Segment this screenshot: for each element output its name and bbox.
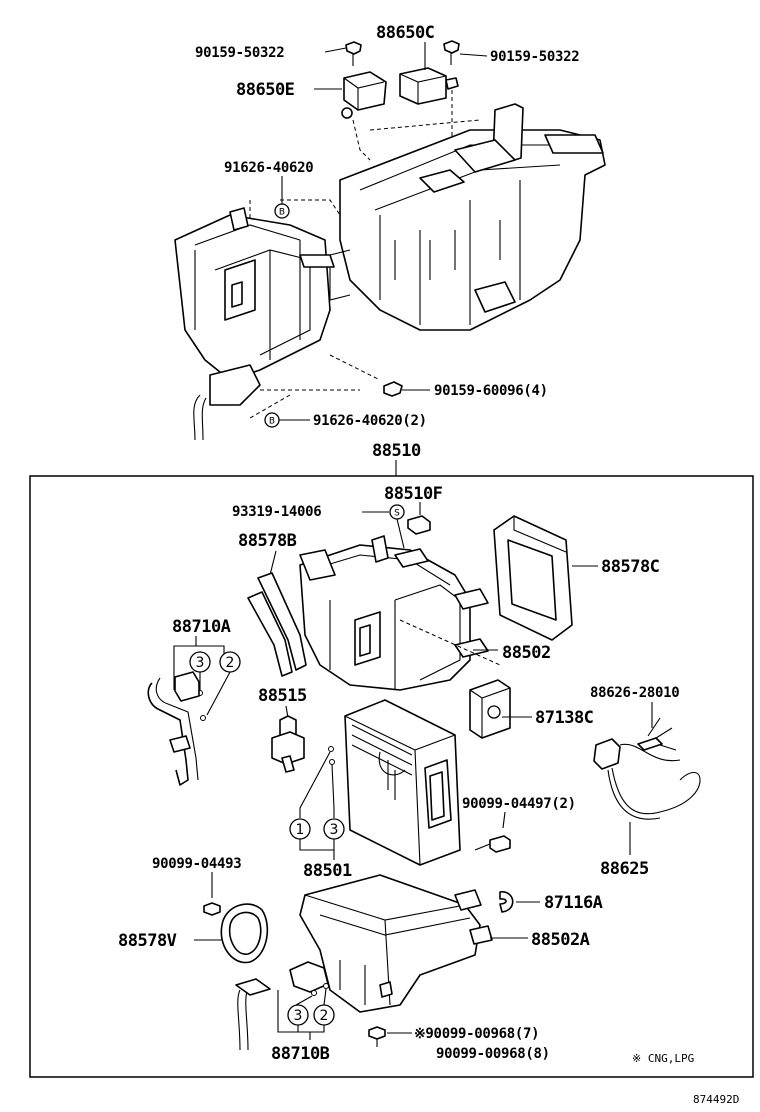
part-88650c xyxy=(399,67,459,105)
label-90099-00968-8: 90099-00968(8) xyxy=(436,1046,550,1062)
label-87116a: 87116A xyxy=(544,893,603,913)
part-88578c xyxy=(493,515,573,641)
label-88578b: 88578B xyxy=(238,531,297,551)
label-88502: 88502 xyxy=(502,643,551,663)
label-90099-04493: 90099-04493 xyxy=(152,856,241,872)
svg-text:2: 2 xyxy=(320,1008,329,1024)
screw-90099-04497 xyxy=(474,835,511,853)
svg-text:3: 3 xyxy=(196,655,205,671)
assembly-frame-88510 xyxy=(29,475,754,1078)
marker-3-88710b: 3 xyxy=(287,1004,309,1026)
figure-number: 874492D xyxy=(693,1093,739,1106)
marker-b-top: B xyxy=(274,203,290,219)
svg-text:B: B xyxy=(269,417,275,427)
label-90099-04497: 90099-04497(2) xyxy=(462,796,576,812)
part-88625 xyxy=(593,738,701,820)
label-90099-00968-7: ※90099-00968(7) xyxy=(414,1026,539,1042)
label-88502a: 88502A xyxy=(531,930,590,950)
screw-90099-04493 xyxy=(203,902,221,916)
marker-s: S xyxy=(389,504,405,520)
marker-3-88501: 3 xyxy=(323,818,345,840)
screw-90159-50322-left xyxy=(345,41,362,66)
part-88502 xyxy=(299,535,489,691)
label-88515: 88515 xyxy=(258,686,307,706)
part-88510f xyxy=(407,515,431,535)
part-88710a xyxy=(147,671,200,786)
part-88501 xyxy=(344,699,461,866)
svg-text:1: 1 xyxy=(296,822,305,838)
marker-b-bottom: B xyxy=(264,412,280,428)
label-87138c: 87138C xyxy=(535,708,593,728)
label-88625: 88625 xyxy=(600,859,649,879)
screw-90159-50322-right xyxy=(443,40,460,65)
marker-2-88710b: 2 xyxy=(313,1004,335,1026)
svg-text:B: B xyxy=(279,208,285,218)
marker-1-88501: 1 xyxy=(289,818,311,840)
label-88501: 88501 xyxy=(303,861,352,881)
part-88578v xyxy=(220,903,269,964)
screw-90159-60096 xyxy=(383,381,403,397)
label-88578v: 88578V xyxy=(118,931,177,951)
label-90159-50322-left: 90159-50322 xyxy=(195,45,284,61)
svg-text:2: 2 xyxy=(226,655,235,671)
part-88578b xyxy=(247,572,307,677)
marker-2-88710a: 2 xyxy=(219,651,241,673)
part-88502a xyxy=(299,874,493,1013)
label-88626-28010: 88626-28010 xyxy=(590,685,679,701)
label-88510f: 88510F xyxy=(384,484,443,504)
cng-lpg-note: ※ CNG,LPG xyxy=(632,1052,694,1065)
label-88650e: 88650E xyxy=(236,80,295,100)
label-88710a: 88710A xyxy=(172,617,231,637)
part-88515 xyxy=(271,715,305,773)
part-cooling-unit-top xyxy=(174,207,335,441)
label-90159-50322-right: 90159-50322 xyxy=(490,49,579,65)
part-88650e xyxy=(341,71,387,119)
label-88650c: 88650C xyxy=(376,23,434,43)
label-91626-40620-2: 91626-40620(2) xyxy=(313,413,427,429)
svg-text:3: 3 xyxy=(294,1008,303,1024)
label-91626-40620: 91626-40620 xyxy=(224,160,313,176)
marker-3-88710a: 3 xyxy=(189,651,211,673)
screw-90099-00968 xyxy=(368,1026,386,1047)
label-88510: 88510 xyxy=(372,441,421,461)
part-88710b xyxy=(235,961,329,1051)
label-90159-60096: 90159-60096(4) xyxy=(434,383,548,399)
label-93319-14006: 93319-14006 xyxy=(232,504,321,520)
svg-text:S: S xyxy=(394,509,400,519)
part-87116a xyxy=(499,891,514,913)
part-88626-28010 xyxy=(637,717,677,751)
label-88578c: 88578C xyxy=(601,557,659,577)
svg-text:3: 3 xyxy=(330,822,339,838)
label-88710b: 88710B xyxy=(271,1044,330,1064)
part-87138c xyxy=(469,679,511,739)
part-heater-unit xyxy=(329,103,606,331)
